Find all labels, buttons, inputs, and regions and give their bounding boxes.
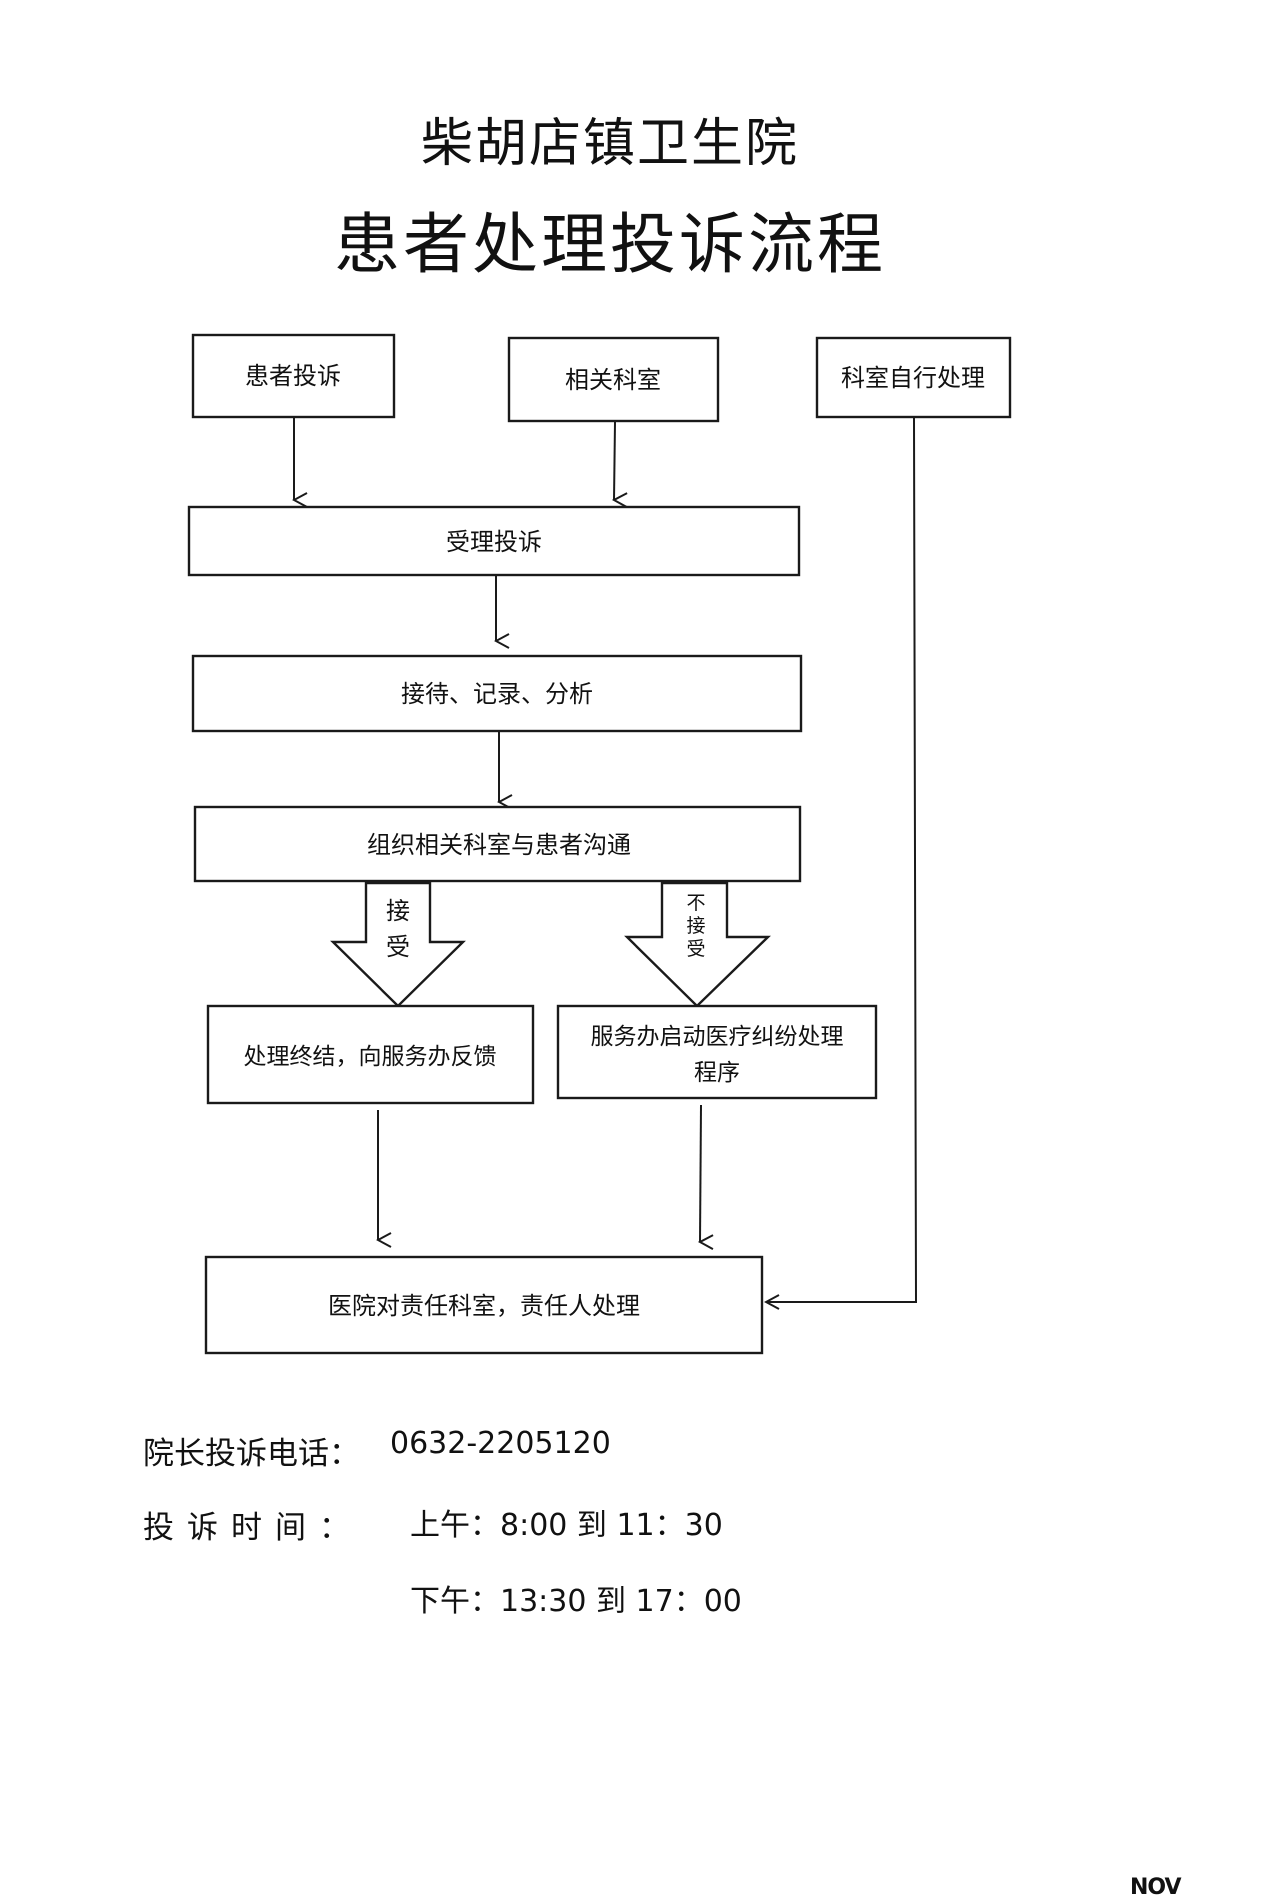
process-title: 患者处理投诉流程 bbox=[334, 206, 886, 283]
arrow-department-to-accept bbox=[614, 421, 615, 500]
footer-stamp: NOV bbox=[1130, 1875, 1182, 1900]
node-department-self-handle-label: 科室自行处理 bbox=[841, 364, 985, 392]
node-dispute-procedure-line-2: 程序 bbox=[694, 1060, 740, 1086]
node-dispute-procedure-line-1: 服务办启动医疗纠纷处理 bbox=[591, 1024, 844, 1050]
node-department-self-handle: 科室自行处理 bbox=[815, 336, 1012, 419]
node-hospital-penalty: 医院对责任科室，责任人处理 bbox=[204, 1255, 764, 1355]
branch-not-accept-char-2: 接 bbox=[686, 915, 705, 937]
branch-not-accept-char-3: 受 bbox=[686, 938, 705, 960]
node-receive-record-analyze: 接待、记录、分析 bbox=[191, 654, 803, 733]
branch-accept-char-1: 接 bbox=[386, 897, 410, 925]
node-dispute-procedure: 服务办启动医疗纠纷处理 程序 bbox=[556, 1004, 878, 1100]
complaint-time-afternoon: 下午：13:30 到 17：00 bbox=[410, 1584, 742, 1619]
complaint-phone-number: 0632-2205120 bbox=[390, 1426, 611, 1461]
branch-accept-char-2: 受 bbox=[386, 933, 410, 961]
node-close-and-feedback: 处理终结，向服务办反馈 bbox=[206, 1004, 535, 1105]
arrow-self-handle-to-penalty bbox=[766, 417, 918, 1302]
branch-not-accept-char-1: 不 bbox=[686, 892, 705, 914]
node-patient-complaint-label: 患者投诉 bbox=[245, 362, 341, 390]
node-patient-complaint: 患者投诉 bbox=[191, 333, 396, 419]
hospital-name: 柴胡店镇卫生院 bbox=[420, 114, 799, 174]
branch-not-accept: 不 接 受 bbox=[624, 881, 771, 1008]
arrow-dispute-to-penalty bbox=[700, 1104, 701, 1242]
complaint-time-morning: 上午：8:00 到 11：30 bbox=[410, 1508, 723, 1543]
node-accept-complaint-label: 受理投诉 bbox=[446, 528, 542, 556]
complaint-time-label: 投诉时间： bbox=[143, 1510, 363, 1546]
node-accept-complaint: 受理投诉 bbox=[187, 505, 801, 577]
node-related-department-label: 相关科室 bbox=[565, 366, 661, 394]
node-hospital-penalty-label: 医院对责任科室，责任人处理 bbox=[328, 1292, 640, 1320]
node-receive-record-analyze-label: 接待、记录、分析 bbox=[401, 680, 593, 708]
node-organize-communication-label: 组织相关科室与患者沟通 bbox=[367, 831, 631, 859]
node-organize-communication: 组织相关科室与患者沟通 bbox=[193, 805, 802, 883]
node-related-department: 相关科室 bbox=[507, 336, 720, 423]
complaint-phone-label: 院长投诉电话： bbox=[143, 1436, 360, 1472]
branch-accept: 接 受 bbox=[330, 881, 466, 1008]
node-close-and-feedback-label: 处理终结，向服务办反馈 bbox=[244, 1044, 497, 1070]
